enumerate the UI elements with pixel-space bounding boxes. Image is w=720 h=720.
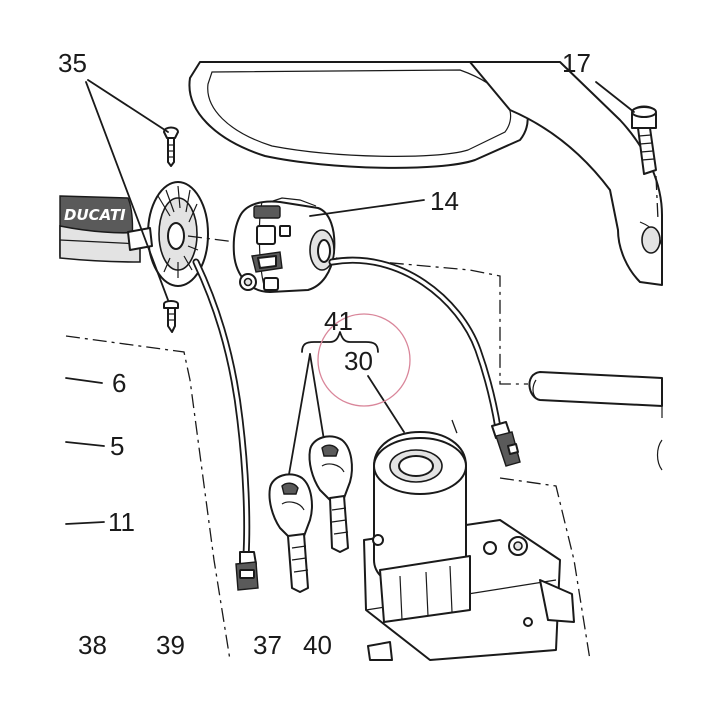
grip-logo: DUCATI: [64, 206, 126, 224]
leader-5: [65, 441, 105, 447]
callout-35: 35: [58, 48, 87, 78]
key-37: [268, 473, 313, 593]
right-handlebar-stub: [528, 371, 663, 418]
throttle-cable: [192, 258, 259, 591]
axis-line-right: [499, 477, 591, 661]
callout-14: 14: [430, 186, 459, 216]
highlight-circle: [317, 313, 411, 407]
leader-6: [65, 377, 103, 384]
axis-line-left: [65, 335, 231, 661]
leader-41-key-b: [309, 353, 325, 441]
leader-30: [367, 375, 405, 433]
screw-17: [631, 105, 659, 221]
screw-35-top: [163, 126, 179, 167]
leader-35-b: [85, 81, 169, 301]
leader-41-key-a: [287, 353, 311, 481]
leader-11: [65, 521, 105, 525]
callout-17: 17: [562, 48, 591, 78]
callout-41: 41: [324, 306, 353, 336]
callout-39: 39: [156, 630, 185, 660]
switch-14: [232, 197, 336, 293]
switch-cable-right: [328, 256, 521, 467]
axis-line-center: [451, 419, 459, 437]
leader-17: [595, 81, 635, 113]
leader-14: [309, 199, 425, 217]
partial-part-right: [656, 439, 663, 471]
rear-view-mirror: [188, 61, 663, 286]
callout-6: 6: [112, 368, 126, 398]
callout-5: 5: [110, 431, 124, 461]
leader-35-a: [87, 79, 169, 133]
callout-37: 37: [253, 630, 282, 660]
throttle-housing: [127, 181, 209, 287]
callout-38: 38: [78, 630, 107, 660]
callout-11: 11: [108, 507, 135, 537]
bracket-41: [301, 331, 379, 353]
ignition-switch-30: [363, 431, 575, 661]
callout-40: 40: [303, 630, 332, 660]
screw-35-bottom: [163, 300, 179, 333]
key-40: [308, 435, 353, 553]
handlebar-grip: DUCATI: [59, 195, 141, 263]
callout-30: 30: [344, 346, 373, 376]
axis-line-grip: [187, 235, 237, 243]
axis-line-switch: [335, 257, 528, 385]
